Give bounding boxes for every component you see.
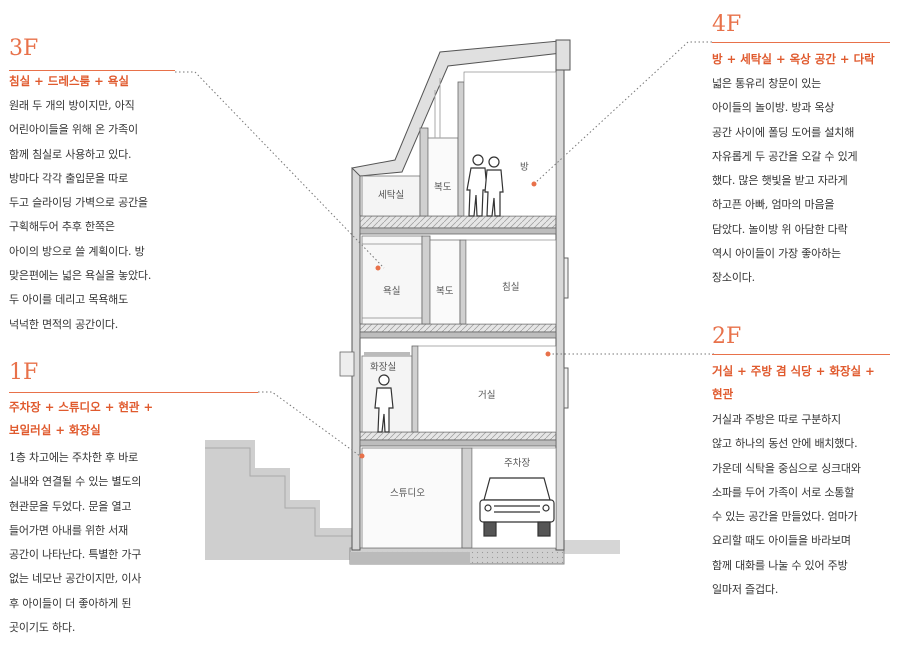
floor-4-interior — [361, 71, 557, 217]
room-label-parking: 주차장 — [504, 457, 530, 469]
room-label-toilet: 화장실 — [370, 362, 396, 373]
floor-3-rule — [9, 70, 175, 71]
floor-2-subtitle: 거실 + 주방 겸 식당 + 화장실 + 현관 — [712, 364, 875, 401]
floor-4-description: 넓은 통유리 창문이 있는 아이들의 놀이방. 방과 옥상 공간 사이에 폴딩 … — [712, 77, 858, 285]
room-label-laundry: 세탁실 — [378, 189, 404, 201]
floor-1-subtitle: 주차장 + 스튜디오 + 현관 + 보일러실 + 화장실 — [9, 400, 154, 437]
leader-dots — [359, 181, 551, 459]
floor-3-description: 원래 두 개의 방이지만, 아직 어린아이들을 위해 온 가족이 함께 침실로 … — [9, 99, 152, 331]
room-label-studio: 스튜디오 — [390, 488, 425, 499]
floor-4-rule — [712, 42, 890, 43]
room-label-living: 거실 — [478, 390, 495, 401]
floor-2-interior — [339, 345, 557, 433]
outer-walls — [350, 39, 571, 551]
floor-1-rule — [9, 392, 258, 393]
floor-2-description: 거실과 주방은 따로 구분하지 않고 하나의 동선 안에 배치했다. 가운데 식… — [712, 413, 861, 597]
floor-1-description: 1층 차고에는 주차한 후 바로 실내와 연결될 수 있는 별도의 현관문을 두… — [9, 451, 142, 635]
person-figure — [374, 374, 394, 433]
people-figures — [466, 154, 504, 217]
leader-lines — [175, 41, 714, 457]
room-label-bath: 욕실 — [383, 286, 400, 297]
floor-2-rule — [712, 354, 890, 355]
floor-4-subtitle: 방 + 세탁실 + 옥상 공간 + 다락 — [712, 52, 875, 66]
floor-3-subtitle: 침실 + 드레스룸 + 욕실 — [9, 74, 129, 88]
terrain-left — [205, 440, 352, 560]
room-label-room: 방 — [520, 162, 529, 173]
floor-slabs — [359, 215, 557, 447]
terrain-right — [562, 540, 620, 554]
room-label-hallway-3f: 복도 — [436, 286, 454, 297]
floor-3-title: 3F — [9, 36, 39, 61]
floor-4-title: 4F — [712, 12, 742, 37]
floor-2-title: 2F — [712, 324, 742, 349]
room-label-hallway-4f: 복도 — [434, 182, 452, 193]
foundation-mass — [350, 552, 470, 564]
windows — [563, 257, 569, 409]
floor-3-interior — [361, 235, 557, 325]
floor-1-title: 1F — [9, 360, 39, 385]
room-label-bedroom: 침실 — [502, 282, 519, 293]
car-icon — [479, 477, 555, 537]
